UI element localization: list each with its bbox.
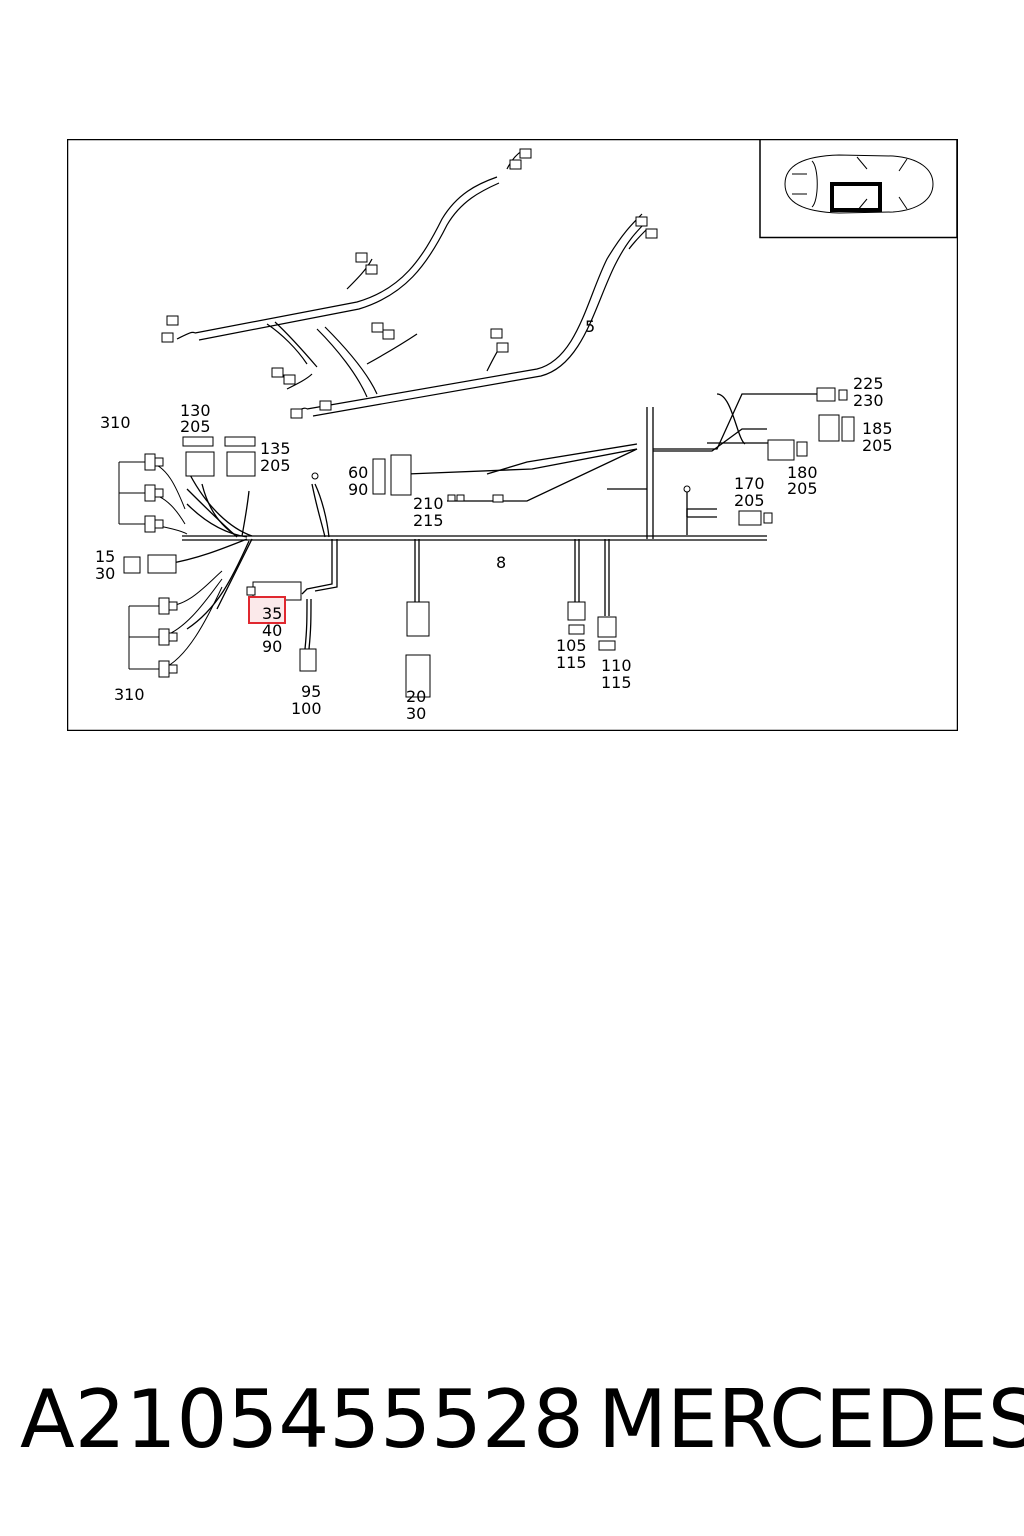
callout-110-115: 115 — [601, 673, 632, 692]
callout-185-205: 205 — [862, 436, 893, 455]
callout-105-115: 115 — [556, 653, 587, 672]
callout-35: 35 — [262, 604, 282, 623]
callout-225: 225 — [853, 374, 884, 393]
component-110-115 — [597, 616, 617, 651]
component-95-100 — [299, 648, 317, 672]
callout-35-40: 40 — [262, 621, 282, 640]
callout-15: 15 — [95, 547, 115, 566]
callout-95: 95 — [301, 682, 321, 701]
part-number: A2105455528 — [20, 1373, 584, 1466]
component-210-215 — [447, 494, 504, 503]
callout-35-90: 90 — [262, 637, 282, 656]
upper-harness-connectors — [161, 148, 658, 419]
callout-210: 210 — [413, 494, 444, 513]
callout-60-90: 90 — [348, 480, 368, 499]
component-15-30 — [123, 554, 177, 574]
highlight-zone-marker — [830, 182, 882, 212]
highlight-box-35 — [248, 596, 286, 624]
splay-connectors-310 — [144, 453, 178, 678]
component-20-30 — [405, 601, 431, 698]
callout-135: 135 — [260, 439, 291, 458]
callout-8: 8 — [496, 553, 506, 572]
callout-20-30: 30 — [406, 704, 426, 723]
callout-95-100: 100 — [291, 699, 322, 718]
callout-170: 170 — [734, 474, 765, 493]
callout-170-205: 205 — [734, 491, 765, 510]
callout-130-205: 205 — [180, 417, 211, 436]
car-outline-icon — [784, 154, 934, 214]
component-185-205 — [818, 414, 855, 442]
callout-105: 105 — [556, 636, 587, 655]
callout-210-215: 215 — [413, 511, 444, 530]
callout-60: 60 — [348, 463, 368, 482]
component-180-205 — [767, 439, 808, 461]
lower-harness-8 — [166, 393, 817, 650]
callout-5: 5 — [585, 317, 595, 336]
callout-185: 185 — [862, 419, 893, 438]
callout-180-205: 205 — [787, 479, 818, 498]
component-135-205 — [224, 436, 256, 477]
component-170-205 — [311, 472, 773, 526]
brand-name: MERCEDES — [598, 1373, 1024, 1466]
callout-310-top: 310 — [100, 413, 131, 432]
callout-310-bottom: 310 — [114, 685, 145, 704]
component-60-90 — [372, 454, 412, 496]
callout-130: 130 — [180, 401, 211, 420]
callout-110: 110 — [601, 656, 632, 675]
callout-180: 180 — [787, 463, 818, 482]
callout-15-30: 30 — [95, 564, 115, 583]
diagram-canvas: 310 130 205 135 205 60 90 210 215 5 8 22… — [67, 139, 958, 731]
wiring-harness-diagram: 310 130 205 135 205 60 90 210 215 5 8 22… — [67, 139, 958, 731]
callout-labels: 310 130 205 135 205 60 90 210 215 5 8 22… — [95, 317, 893, 723]
callout-135-205: 205 — [260, 456, 291, 475]
car-locator-inset — [759, 139, 958, 239]
callout-20: 20 — [406, 687, 426, 706]
upper-harness-5 — [176, 150, 648, 417]
component-105-115 — [567, 601, 586, 635]
component-130-205 — [182, 436, 215, 477]
component-225-230 — [816, 387, 848, 402]
callout-225-230: 230 — [853, 391, 884, 410]
